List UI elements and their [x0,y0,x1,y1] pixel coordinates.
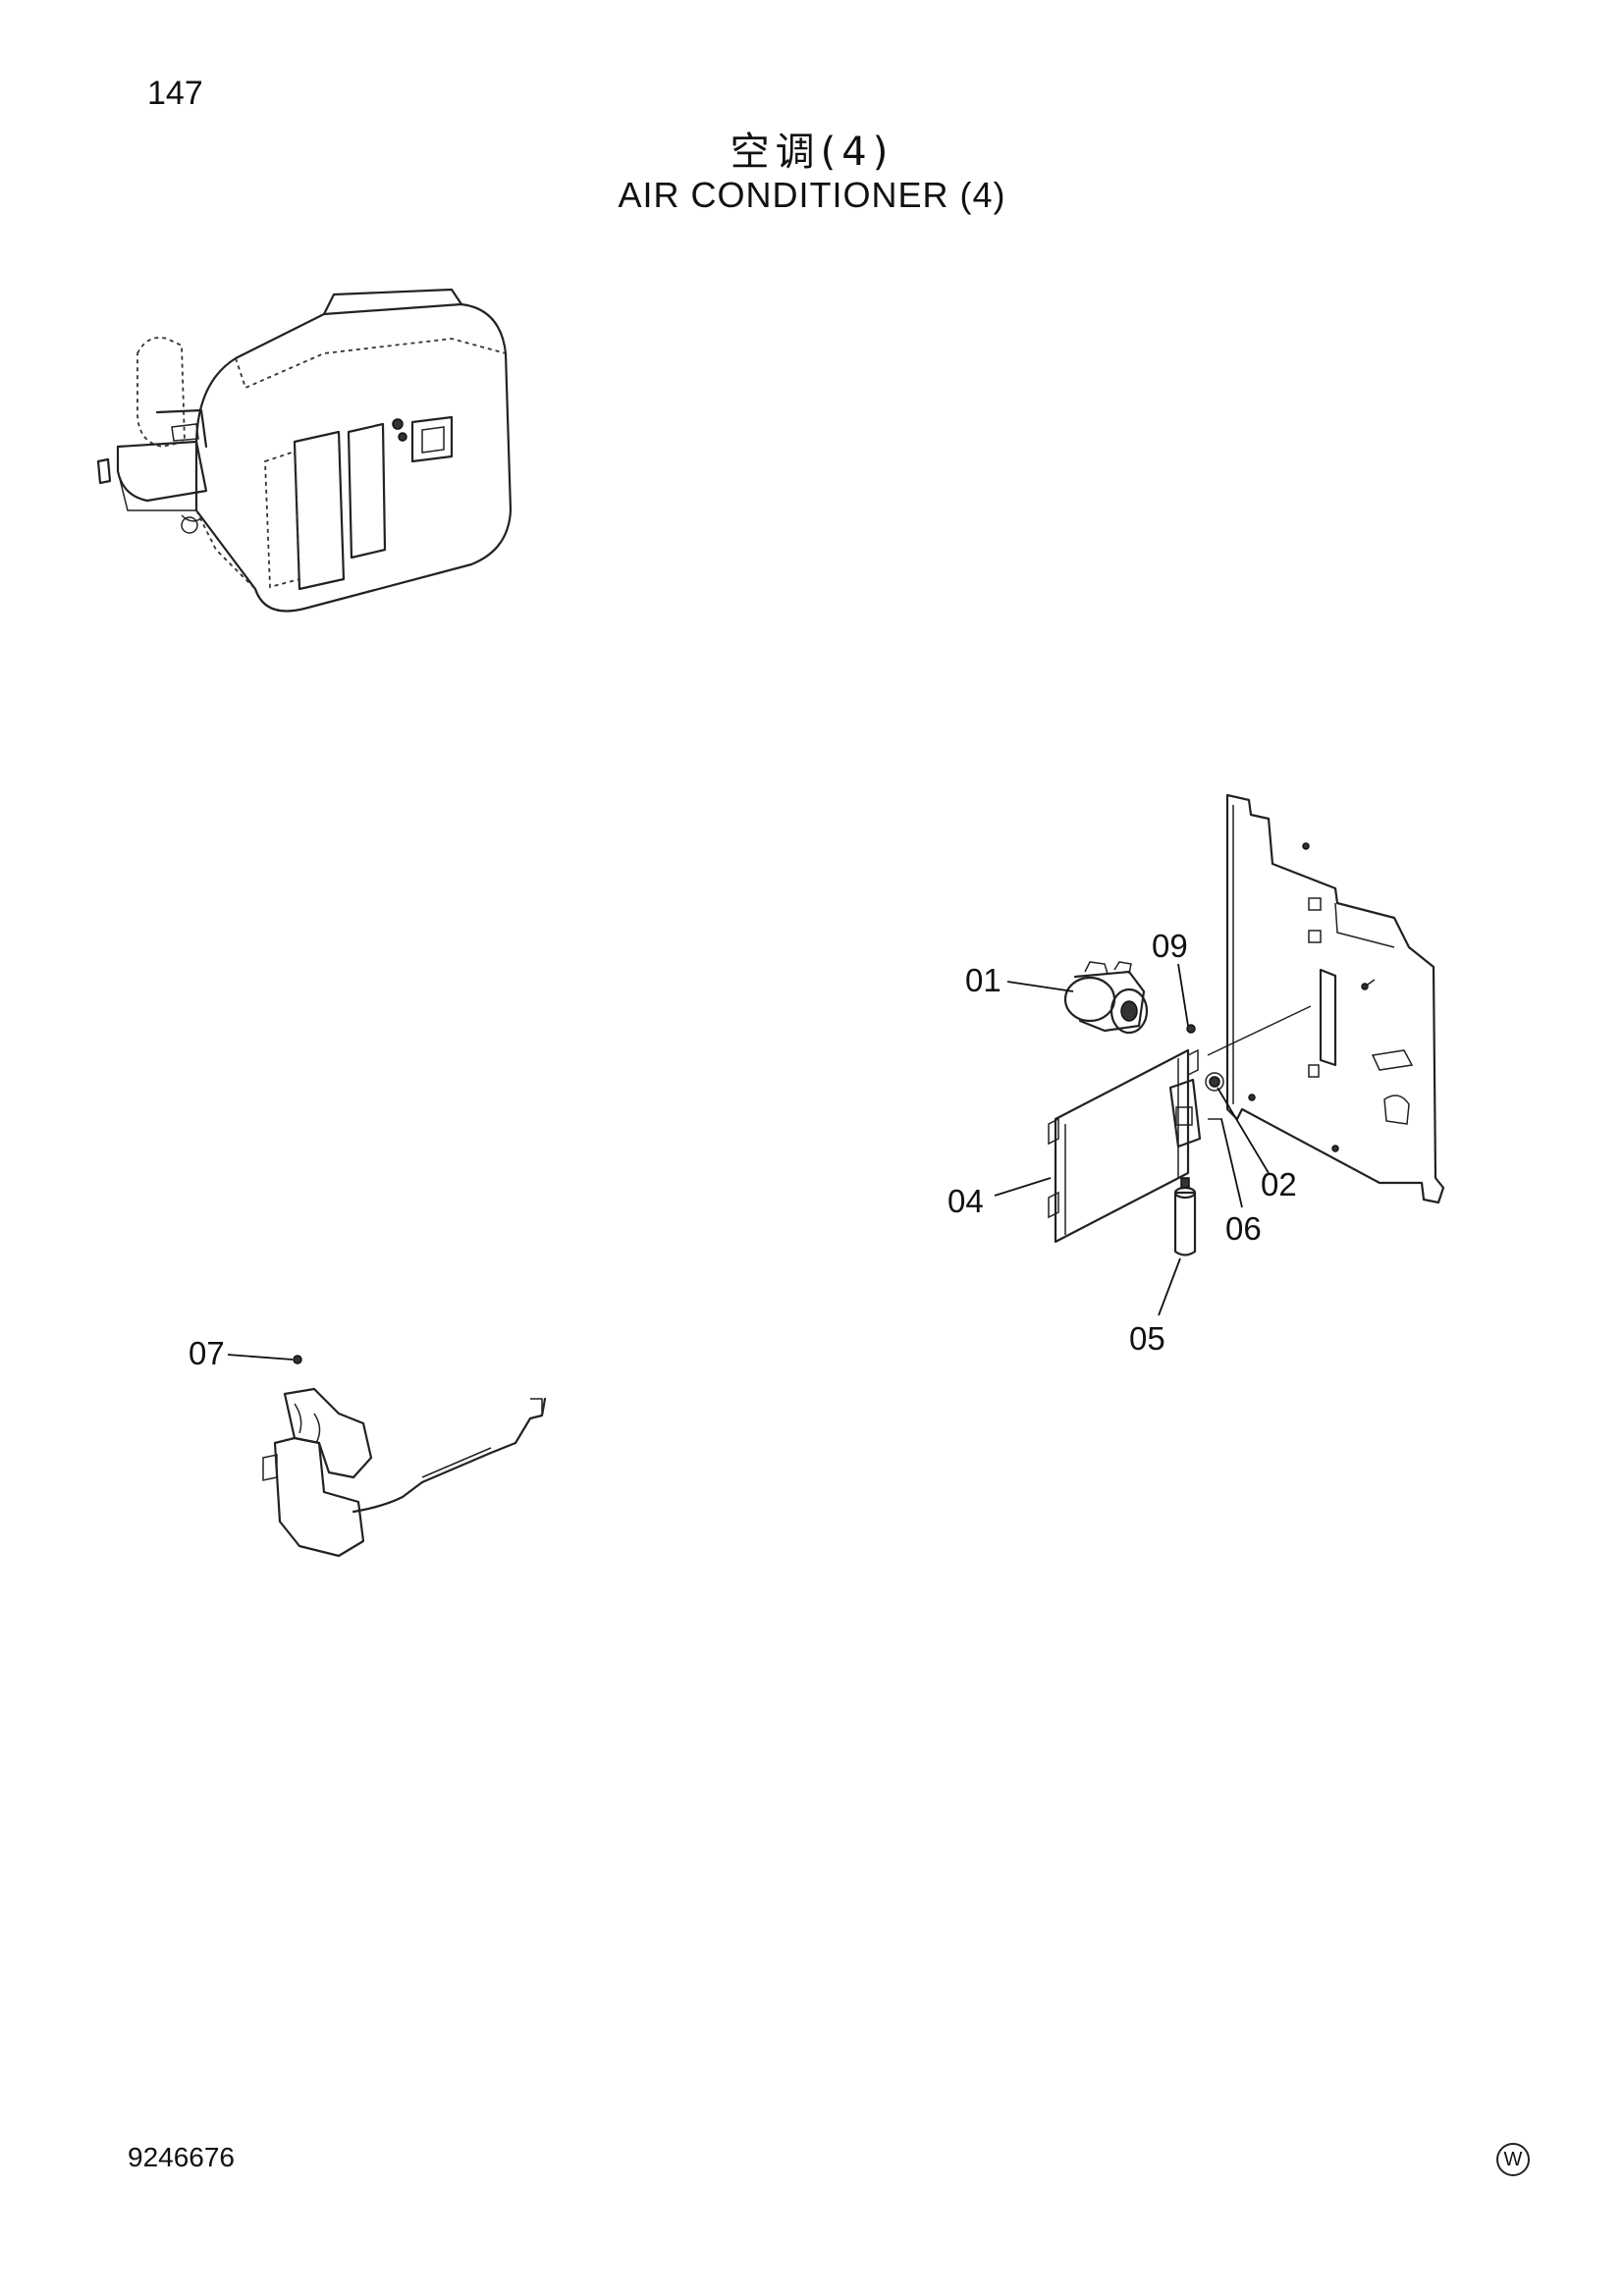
callout-04: 04 [947,1183,984,1219]
leader-07 [227,1354,294,1361]
condenser-04 [1048,1048,1202,1244]
callout-09: 09 [1152,928,1188,964]
receiver-drier-05 [1173,1177,1197,1256]
nut-02 [1209,1076,1220,1088]
callout-06: 06 [1225,1210,1262,1247]
page-number: 147 [147,75,203,112]
title-english: AIR CONDITIONER (4) [618,175,1006,215]
maker-mark: W [1496,2143,1530,2176]
evaporator-unit-07 [262,1355,547,1558]
compressor-01 [1063,961,1149,1035]
cab-overview-illustration [96,288,513,613]
callout-02: 02 [1261,1166,1297,1202]
side-panel-frame [1207,793,1445,1204]
document-number: 9246676 [128,2142,236,2172]
title-chinese: 空调(4) [730,130,894,175]
leader-04 [994,1177,1052,1197]
washer-02 [1205,1072,1224,1092]
leader-05 [1158,1257,1181,1316]
leader-09 [1177,963,1189,1027]
callout-07: 07 [189,1335,225,1371]
callout-05: 05 [1129,1320,1165,1357]
callout-01: 01 [965,962,1001,998]
leader-01 [1006,981,1074,992]
leader-06 [1220,1118,1243,1208]
bolt-09 [1186,1024,1196,1034]
leader-02 [1217,1087,1270,1174]
